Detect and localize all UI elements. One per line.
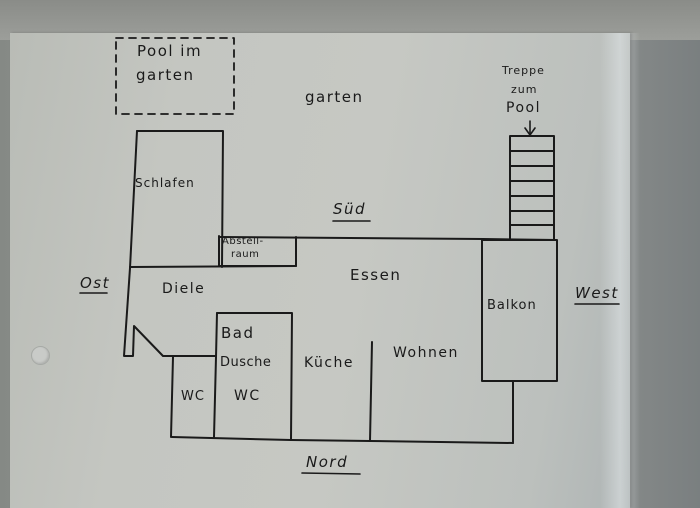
direction-west: West (575, 284, 619, 302)
paper-fold-highlight (600, 33, 640, 508)
entrance-walls (123, 267, 217, 357)
kitchen-living-divider (369, 341, 373, 442)
wc-east-wall (170, 356, 174, 438)
room-living: Wohnen (393, 345, 459, 361)
room-wc: WC (181, 389, 205, 404)
direction-east: Ost (80, 274, 111, 292)
room-storage-line2: raum (231, 249, 260, 260)
room-storage-line1: Abstell- (222, 236, 264, 247)
room-kitchen: Küche (304, 355, 355, 371)
room-bath-line1: Bad (221, 324, 255, 342)
stairs-label-line2: zum (511, 83, 538, 96)
bathroom-walls (216, 312, 293, 441)
room-hallway: Diele (162, 281, 206, 297)
paper-sheet (10, 33, 630, 508)
bedroom-bottom-wall (129, 265, 297, 268)
stairs-label-line3: Pool (506, 100, 541, 116)
bathroom-east-wall (215, 312, 218, 358)
arrow-down-icon (524, 120, 536, 136)
pool-label-line2: garten (136, 66, 195, 84)
nord-underline (301, 472, 361, 475)
room-bath-line2: Dusche (220, 355, 272, 370)
pool-outline (115, 37, 235, 115)
north-wall (171, 436, 514, 444)
room-dining: Essen (350, 266, 402, 284)
garden-label: garten (305, 88, 364, 106)
room-balcony: Balkon (487, 298, 537, 313)
punch-hole (31, 346, 50, 365)
bedroom-walls (136, 130, 224, 268)
wc-west-wall (213, 356, 217, 438)
room-bedroom: Schlafen (135, 176, 195, 190)
stairs-to-pool (509, 135, 555, 241)
direction-south: Süd (333, 200, 367, 218)
bedroom-west-wall (129, 130, 138, 269)
room-bath-line3: WC (234, 388, 261, 404)
pool-label-line1: Pool im (137, 42, 203, 60)
direction-north: Nord (306, 453, 349, 471)
stairs-label-line1: Treppe (502, 64, 545, 77)
